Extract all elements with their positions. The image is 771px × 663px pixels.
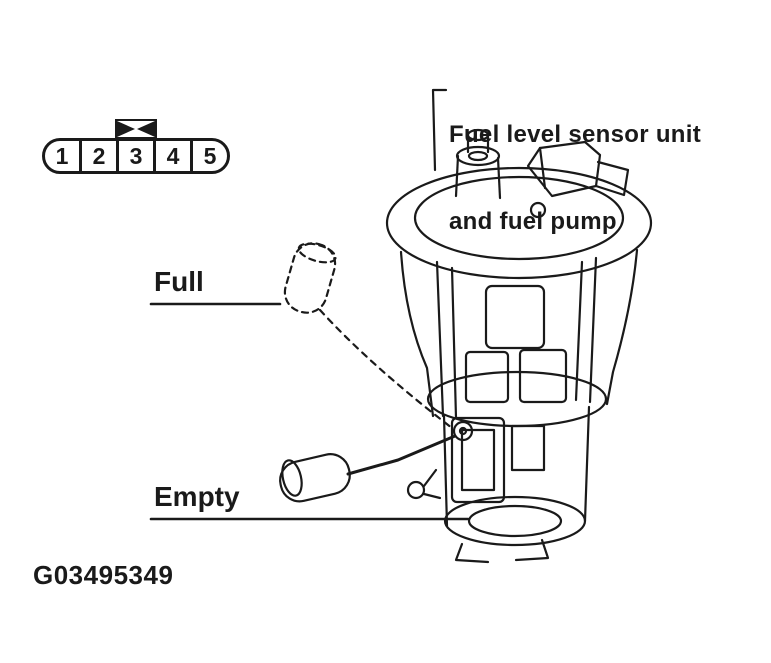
pump-flange (385, 166, 653, 280)
connector-pin-4: 4 (153, 141, 190, 171)
float-arm-full-dashed (318, 308, 454, 430)
connector-pin-2: 2 (79, 141, 116, 171)
figure-id: G03495349 (33, 560, 174, 590)
component-label: Fuel level sensor unit and fuel pump (449, 62, 701, 294)
connector-pin-3: 3 (116, 141, 153, 171)
connector-pin-row: 1 2 3 4 5 (42, 138, 230, 174)
component-leader-line (431, 88, 448, 172)
pump-body (399, 248, 639, 564)
float-empty (279, 453, 351, 503)
component-label-line2: and fuel pump (449, 208, 617, 235)
pump-internals (406, 284, 568, 504)
connector-pin-5: 5 (190, 141, 227, 171)
pump-fittings (454, 128, 630, 219)
float-arm-pivot (452, 420, 474, 442)
component-label-line1: Fuel level sensor unit (449, 121, 702, 148)
connector-pinout: 1 2 3 4 5 (42, 119, 232, 174)
connector-pin-1: 1 (55, 143, 69, 169)
pin3-bowtie-marker-icon (115, 119, 157, 139)
float-arm-empty (346, 434, 457, 476)
full-label: Full (154, 266, 204, 297)
float-full-dashed (283, 242, 337, 314)
empty-label: Empty (154, 481, 240, 512)
